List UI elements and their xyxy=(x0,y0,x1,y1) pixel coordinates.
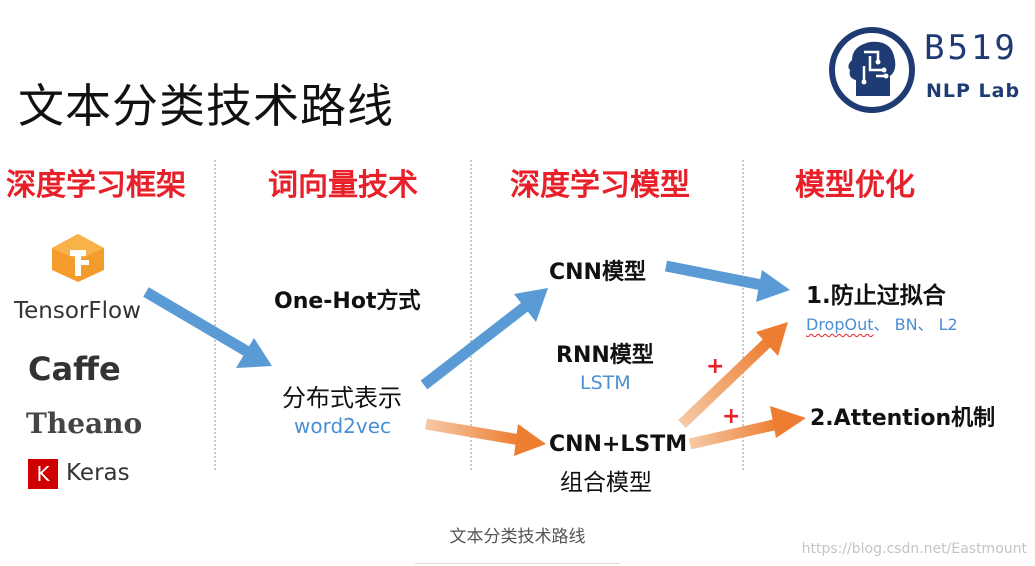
column-heading-optimization: 模型优化 xyxy=(795,168,915,203)
plus-sign: + xyxy=(722,404,741,429)
model-rnn: RNN模型 xyxy=(556,343,654,368)
framework-caffe: Caffe xyxy=(28,350,121,388)
optimization-overfitting-methods: DropOut、 BN、 L2 xyxy=(806,311,958,335)
logo-lab-code: B519 xyxy=(924,28,1018,68)
arrow-word2vec-to-combo xyxy=(425,418,546,456)
column-heading-word-vectors: 词向量技术 xyxy=(268,168,418,203)
column-separator xyxy=(470,160,472,470)
word-vector-onehot: One-Hot方式 xyxy=(274,289,421,314)
arrow-combo-to-overfitting xyxy=(678,322,788,428)
framework-theano: Theano xyxy=(26,407,143,440)
framework-keras: Keras xyxy=(66,460,130,486)
slide-title: 文本分类技术路线 xyxy=(18,79,394,133)
model-combo-name: CNN+LSTM xyxy=(549,432,688,457)
column-separator xyxy=(742,160,744,470)
model-cnn: CNN模型 xyxy=(549,260,646,285)
model-combo-label: 组合模型 xyxy=(560,470,652,496)
arrow-combo-to-attention xyxy=(688,406,806,450)
column-heading-models: 深度学习模型 xyxy=(510,168,690,203)
model-rnn-lstm: LSTM xyxy=(580,372,631,394)
arrow-framework-to-word2vec xyxy=(143,287,272,368)
arrow-cnn-to-overfitting xyxy=(664,260,790,302)
method-dropout: DropOut xyxy=(806,315,874,334)
framework-tensorflow: TensorFlow xyxy=(14,298,141,324)
keras-badge-icon: K xyxy=(28,459,58,489)
method-bn-l2: 、 BN、 L2 xyxy=(873,315,958,334)
lab-logo: B519 NLP Lab xyxy=(828,26,1028,116)
column-separator xyxy=(214,160,216,470)
column-heading-frameworks: 深度学习框架 xyxy=(6,168,186,203)
brain-head-icon xyxy=(829,27,915,113)
logo-lab-name: NLP Lab xyxy=(926,80,1021,102)
caption-underline xyxy=(415,563,620,564)
source-watermark: https://blog.csdn.net/Eastmount xyxy=(801,541,1027,557)
optimization-overfitting: 1.防止过拟合 xyxy=(806,283,946,309)
plus-sign: + xyxy=(706,354,725,379)
optimization-attention: 2.Attention机制 xyxy=(810,406,996,431)
arrow-word2vec-to-cnn xyxy=(420,288,548,390)
tensorflow-logo-icon xyxy=(52,234,104,282)
word-vector-word2vec: word2vec xyxy=(294,414,392,438)
word-vector-distributed: 分布式表示 xyxy=(282,384,402,412)
figure-caption: 文本分类技术路线 xyxy=(449,527,586,547)
